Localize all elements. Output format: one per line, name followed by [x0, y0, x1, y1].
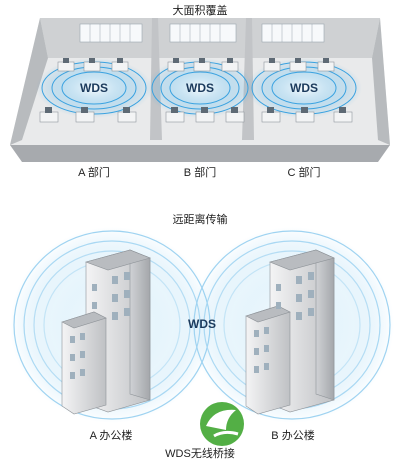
building-b-label: B 办公楼: [271, 430, 315, 442]
room-a-wds-label: WDS: [80, 81, 108, 95]
building-b-windows: [254, 272, 314, 373]
long-distance-title: 远距离传输: [172, 214, 228, 226]
bridge-wds-label: WDS: [188, 317, 216, 331]
room-b-wds-label: WDS: [186, 81, 214, 95]
coverage-title: 大面积覆盖: [172, 5, 228, 17]
desk-monitors: [45, 58, 346, 113]
back-windows: [79, 23, 325, 43]
building-b: [245, 249, 335, 415]
department-a-label: A 部门: [78, 167, 110, 179]
department-b-label: B 部门: [183, 167, 217, 179]
watermark-logo-icon: [200, 402, 244, 446]
floor-front-edge: [10, 145, 390, 162]
left-wall: [10, 18, 48, 145]
room-c-wds-label: WDS: [290, 81, 318, 95]
building-a-windows: [70, 272, 130, 379]
building-a-label: A 办公楼: [89, 430, 133, 442]
wds-bridge-caption: WDS无线桥接: [165, 448, 235, 460]
department-c-label: C 部门: [287, 167, 321, 179]
right-wall: [372, 18, 390, 145]
